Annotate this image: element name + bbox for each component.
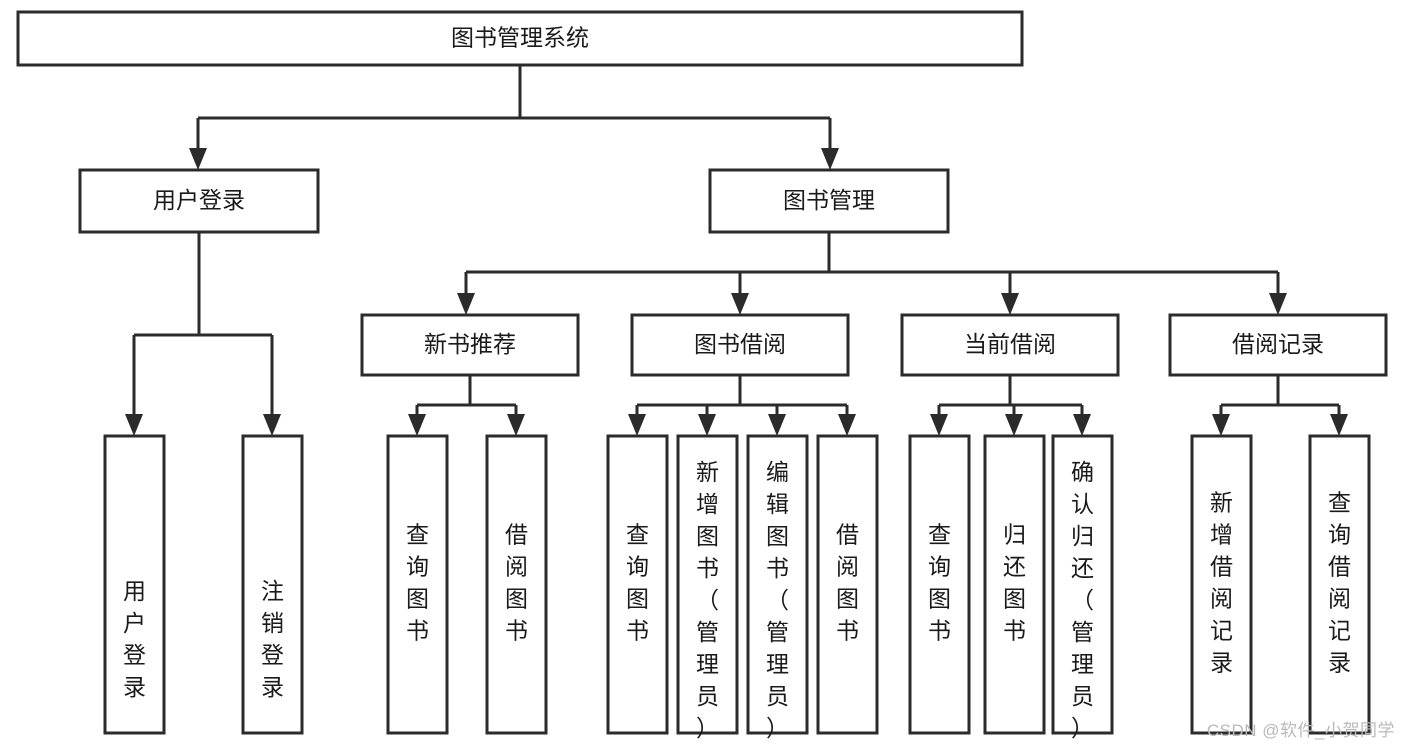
node-label-leaf-query-book-recommend: 查询图书 bbox=[406, 522, 429, 644]
node-label-leaf-add-book: 新增图书（管理员） bbox=[696, 459, 719, 741]
node-label-leaf-borrow-book-recommend: 借阅图书 bbox=[505, 522, 528, 644]
node-box-root[interactable] bbox=[16, 10, 1024, 67]
node-label-leaf-query-book-borrow: 查询图书 bbox=[626, 522, 649, 644]
node-box-leaf-query-book-recommend[interactable] bbox=[386, 434, 449, 735]
node-leaf-query-book-borrow[interactable]: 查询图书 bbox=[606, 434, 669, 735]
node-book-borrow[interactable]: 图书借阅 bbox=[630, 313, 850, 377]
node-box-current-borrow[interactable] bbox=[900, 313, 1120, 377]
nodes-layer: 图书管理系统用户登录图书管理新书推荐图书借阅当前借阅借阅记录用户登录注销登录查询… bbox=[16, 10, 1388, 741]
node-box-leaf-add-book[interactable] bbox=[676, 434, 739, 735]
node-leaf-return-book[interactable]: 归还图书 bbox=[983, 434, 1046, 735]
node-box-borrow-record[interactable] bbox=[1168, 313, 1388, 377]
node-label-user-login: 用户登录 bbox=[153, 187, 245, 213]
arrow-head-icon bbox=[838, 414, 856, 436]
csdn-watermark: CSDN @软件_小贺同学 bbox=[1206, 721, 1395, 740]
arrow-head-icon bbox=[1001, 293, 1019, 315]
arrow-head-icon bbox=[263, 414, 281, 436]
node-label-book-borrow: 图书借阅 bbox=[694, 331, 786, 357]
node-box-leaf-query-book-current[interactable] bbox=[908, 434, 971, 735]
node-label-book-manage: 图书管理 bbox=[783, 187, 875, 213]
arrow-head-icon bbox=[507, 414, 525, 436]
arrow-head-icon bbox=[698, 414, 716, 436]
arrow-head-icon bbox=[628, 414, 646, 436]
connector-book-manage-to-level2 bbox=[457, 232, 1287, 315]
node-box-leaf-borrow-book-recommend[interactable] bbox=[485, 434, 548, 735]
node-label-leaf-query-borrow-record: 查询借阅记录 bbox=[1328, 490, 1351, 676]
connector-root-to-level1 bbox=[189, 65, 839, 170]
node-label-leaf-query-book-current: 查询图书 bbox=[928, 522, 951, 644]
arrow-head-icon bbox=[457, 293, 475, 315]
node-box-leaf-query-borrow-record[interactable] bbox=[1308, 434, 1371, 735]
arrow-head-icon bbox=[1212, 414, 1230, 436]
node-leaf-query-book-recommend[interactable]: 查询图书 bbox=[386, 434, 449, 735]
node-label-leaf-return-book: 归还图书 bbox=[1003, 522, 1026, 644]
connector-user-login-to-leaves bbox=[125, 232, 281, 436]
node-book-manage[interactable]: 图书管理 bbox=[708, 168, 950, 234]
node-label-borrow-record: 借阅记录 bbox=[1232, 331, 1324, 357]
node-user-login[interactable]: 用户登录 bbox=[78, 168, 320, 234]
node-leaf-edit-book[interactable]: 编辑图书（管理员） bbox=[746, 434, 809, 741]
node-box-user-login[interactable] bbox=[78, 168, 320, 234]
arrow-head-icon bbox=[1005, 414, 1023, 436]
node-leaf-user-login[interactable]: 用户登录 bbox=[103, 434, 166, 735]
node-label-leaf-add-borrow-record: 新增借阅记录 bbox=[1210, 490, 1233, 676]
arrow-head-icon bbox=[821, 148, 839, 170]
node-box-new-book-recommend[interactable] bbox=[360, 313, 580, 377]
node-box-book-borrow[interactable] bbox=[630, 313, 850, 377]
node-box-leaf-query-book-borrow[interactable] bbox=[606, 434, 669, 735]
arrow-head-icon bbox=[1330, 414, 1348, 436]
node-label-root: 图书管理系统 bbox=[451, 25, 589, 51]
arrow-head-icon bbox=[408, 414, 426, 436]
node-box-leaf-user-login[interactable] bbox=[103, 434, 166, 735]
connector-book-borrow-to-leaves bbox=[628, 375, 856, 436]
node-box-leaf-return-book[interactable] bbox=[983, 434, 1046, 735]
node-box-leaf-logout[interactable] bbox=[241, 434, 304, 735]
arrow-head-icon bbox=[1073, 414, 1091, 436]
node-leaf-query-book-current[interactable]: 查询图书 bbox=[908, 434, 971, 735]
node-box-leaf-add-borrow-record[interactable] bbox=[1190, 434, 1253, 735]
node-label-leaf-user-login: 用户登录 bbox=[123, 578, 146, 700]
node-new-book-recommend[interactable]: 新书推荐 bbox=[360, 313, 580, 377]
node-leaf-add-borrow-record[interactable]: 新增借阅记录 bbox=[1190, 434, 1253, 735]
node-box-leaf-edit-book[interactable] bbox=[746, 434, 809, 735]
node-borrow-record[interactable]: 借阅记录 bbox=[1168, 313, 1388, 377]
node-label-new-book-recommend: 新书推荐 bbox=[424, 331, 516, 357]
node-box-leaf-borrow-book[interactable] bbox=[816, 434, 879, 735]
node-label-leaf-borrow-book: 借阅图书 bbox=[836, 522, 859, 644]
node-leaf-borrow-book[interactable]: 借阅图书 bbox=[816, 434, 879, 735]
node-label-current-borrow: 当前借阅 bbox=[964, 331, 1056, 357]
node-leaf-query-borrow-record[interactable]: 查询借阅记录 bbox=[1308, 434, 1371, 735]
node-leaf-logout[interactable]: 注销登录 bbox=[241, 434, 304, 735]
arrow-head-icon bbox=[189, 148, 207, 170]
arrow-head-icon bbox=[1269, 293, 1287, 315]
node-leaf-borrow-book-recommend[interactable]: 借阅图书 bbox=[485, 434, 548, 735]
node-leaf-add-book[interactable]: 新增图书（管理员） bbox=[676, 434, 739, 741]
arrow-head-icon bbox=[930, 414, 948, 436]
arrow-head-icon bbox=[768, 414, 786, 436]
node-box-book-manage[interactable] bbox=[708, 168, 950, 234]
node-root[interactable]: 图书管理系统 bbox=[16, 10, 1024, 67]
node-leaf-confirm-return[interactable]: 确认归还（管理员） bbox=[1051, 434, 1114, 741]
connector-borrow-record-to-leaves bbox=[1212, 375, 1348, 436]
arrow-head-icon bbox=[125, 414, 143, 436]
node-label-leaf-confirm-return: 确认归还（管理员） bbox=[1071, 459, 1094, 741]
node-label-leaf-logout: 注销登录 bbox=[261, 578, 284, 700]
connector-current-borrow-to-leaves bbox=[930, 375, 1091, 436]
node-label-leaf-edit-book: 编辑图书（管理员） bbox=[766, 459, 789, 741]
node-current-borrow[interactable]: 当前借阅 bbox=[900, 313, 1120, 377]
connectors-layer bbox=[125, 65, 1348, 436]
node-box-leaf-confirm-return[interactable] bbox=[1051, 434, 1114, 735]
arrow-head-icon bbox=[731, 293, 749, 315]
connector-new-book-recommend-to-leaves bbox=[408, 375, 525, 436]
